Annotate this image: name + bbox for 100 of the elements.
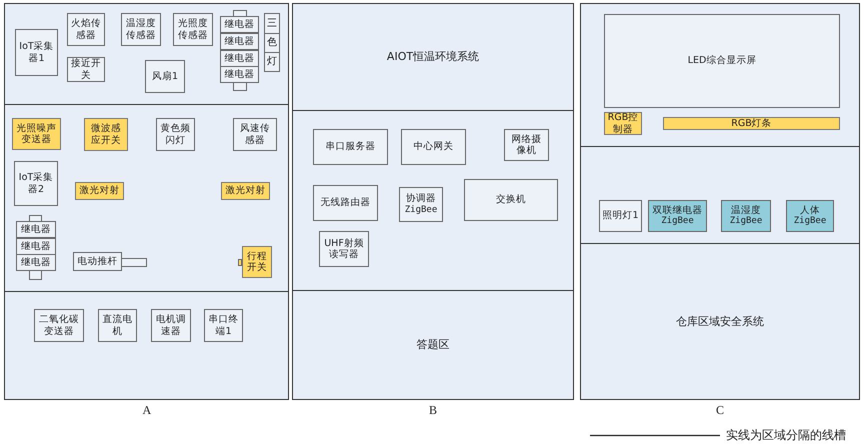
- device-label: ZigBee: [661, 216, 694, 228]
- device-label: 网络摄像机: [510, 134, 542, 156]
- device-label: 黄色频闪灯: [160, 123, 192, 146]
- device-box: [204, 309, 243, 342]
- device-box: [173, 13, 213, 46]
- device-label: 继电器: [224, 18, 254, 30]
- device-box: [145, 60, 185, 93]
- device-label: 交换机: [496, 194, 526, 206]
- device-box: [786, 200, 834, 232]
- relay-box: [220, 66, 259, 83]
- panel-letter: C: [716, 403, 724, 418]
- device-label: 光照度传感器: [177, 18, 209, 41]
- device-box: [221, 182, 270, 200]
- device-box: [14, 161, 58, 206]
- device-box: [98, 309, 137, 342]
- device-box: [721, 200, 771, 232]
- relay-box: [220, 33, 259, 50]
- device-label: 激光对射: [80, 185, 120, 197]
- device-label: 照明灯1: [602, 210, 639, 222]
- relay-box: [220, 16, 259, 33]
- device-label: ZigBee: [730, 216, 762, 228]
- light-strip: [663, 117, 840, 130]
- device-label: 无线路由器: [320, 197, 370, 209]
- device-label: 火焰传感器: [70, 18, 102, 41]
- signal-lamp-box: [264, 13, 280, 72]
- device-box: [121, 13, 161, 46]
- zone-panel: [292, 110, 574, 291]
- zone-panel: [580, 3, 860, 147]
- relay-box: [16, 254, 56, 271]
- relay-box: [16, 238, 56, 255]
- device-box: [464, 179, 558, 221]
- device-label: 继电器: [21, 240, 51, 252]
- device-label: 电动推杆: [78, 256, 118, 268]
- device-box: [67, 13, 105, 46]
- zone-title: 答题区: [416, 338, 450, 352]
- device-label: 激光对射: [226, 185, 266, 197]
- device-box: [84, 118, 128, 151]
- zone-panel: [4, 104, 289, 292]
- device-box: [34, 309, 84, 342]
- zone-panel: [4, 291, 289, 400]
- device-box: [75, 182, 124, 200]
- zone-panel: [292, 290, 574, 400]
- device-label: IoT采集器2: [18, 172, 54, 195]
- device-box: [504, 129, 549, 161]
- device-label: LED综合显示屏: [688, 55, 756, 67]
- device-box: [401, 129, 466, 165]
- device-label: 接近开关: [70, 58, 102, 81]
- device-label: RGB控制器: [607, 112, 639, 135]
- zone-panel: [292, 3, 574, 111]
- device-label: 光照噪声变送器: [16, 122, 58, 146]
- device-box: [242, 246, 272, 278]
- device-box: [599, 200, 642, 232]
- device-label: UHF射频读写器: [323, 238, 365, 260]
- device-label: 二氧化碳变送器: [38, 314, 80, 337]
- panel-letter: A: [142, 403, 152, 418]
- relay-box: [16, 221, 56, 238]
- relay-box: [220, 50, 259, 67]
- device-label: 继电器: [224, 52, 254, 64]
- device-box: [12, 118, 61, 150]
- device-box: [233, 118, 277, 151]
- device-label: 电机调速器: [155, 314, 187, 337]
- device-box: [313, 185, 378, 221]
- device-label: 人体: [800, 204, 820, 216]
- device-box: [73, 252, 122, 271]
- panel-letter: B: [429, 403, 438, 418]
- display-screen: [604, 14, 840, 108]
- device-label: 协调器: [406, 193, 436, 205]
- device-label: 直流电机: [102, 314, 134, 337]
- device-box: [156, 118, 195, 151]
- device-label: RGB灯条: [731, 118, 772, 130]
- zone-panel: [580, 243, 860, 400]
- device-label: 继电器: [21, 256, 51, 268]
- device-label: 三色灯: [266, 17, 278, 69]
- device-label: 继电器: [224, 68, 254, 80]
- device-label: ZigBee: [404, 204, 438, 216]
- zone-panel: [4, 3, 289, 105]
- device-label: ZigBee: [794, 216, 826, 228]
- device-label: 中心网关: [414, 141, 454, 153]
- zone-title: 仓库区域安全系统: [676, 314, 764, 328]
- device-box: [15, 29, 58, 76]
- device-label: 温湿度: [731, 204, 761, 216]
- device-label: 风速传感器: [239, 123, 271, 146]
- device-label: 行程开关: [246, 250, 268, 274]
- zone-panel: [580, 146, 860, 244]
- legend-text: 实线为区域分隔的线槽: [726, 427, 846, 444]
- zone-title: AIOT恒温环境系统: [386, 50, 480, 64]
- device-label: 串口终端1: [208, 314, 240, 337]
- device-box: [151, 309, 191, 342]
- device-label: 微波感应开关: [90, 123, 122, 146]
- device-label: 串口服务器: [326, 141, 376, 153]
- device-box: [399, 187, 443, 222]
- device-box: [313, 129, 388, 165]
- device-label: 风扇1: [152, 70, 178, 82]
- device-box: [648, 200, 707, 232]
- device-label: 双联继电器: [652, 204, 702, 216]
- device-label: 继电器: [21, 224, 51, 236]
- device-box: [319, 231, 369, 267]
- device-label: IoT采集器1: [18, 41, 55, 64]
- device-label: 继电器: [224, 36, 254, 48]
- device-label: 温湿度传感器: [125, 18, 157, 41]
